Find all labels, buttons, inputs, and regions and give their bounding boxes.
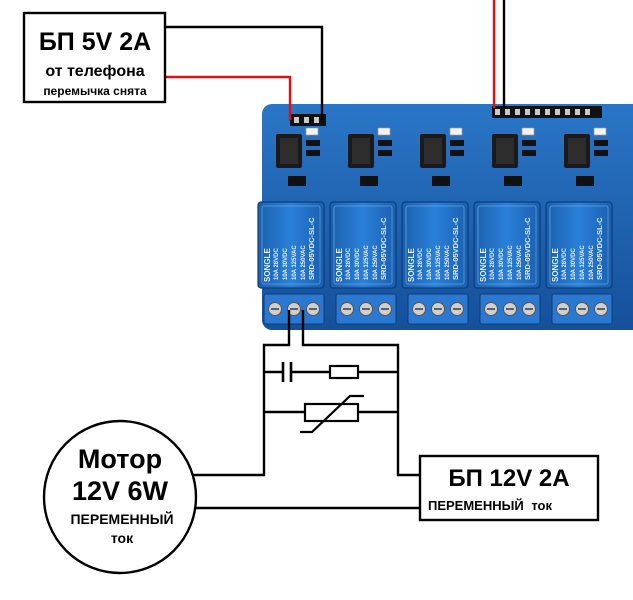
relay-marking: SRD-05VDC-SL-C	[451, 217, 460, 280]
relay-marking: 10A 250VAC	[517, 245, 523, 280]
resistor-symbol	[328, 364, 360, 380]
terminal-block	[407, 293, 469, 325]
terminal-block	[479, 293, 541, 325]
wire-5v-positive	[165, 75, 292, 120]
wire-psu12-a	[301, 310, 420, 477]
relay-marking: 10A 125VAC	[292, 245, 298, 280]
relay-marking: 10A 30VDC	[427, 248, 433, 280]
relay-marking: 10A 28VDC	[274, 248, 280, 280]
terminal-block	[551, 293, 613, 325]
wire-5v-ground	[165, 25, 324, 120]
driver-block	[276, 127, 320, 186]
terminal-row	[263, 293, 613, 325]
relay-marking: 10A 250VAC	[589, 245, 595, 280]
terminal-block	[335, 293, 397, 325]
relay-marking: 10A 28VDC	[562, 248, 568, 280]
relay-brand: SONGLE	[407, 248, 416, 282]
relay-marking: 10A 125VAC	[508, 245, 514, 280]
capacitor-symbol	[281, 362, 293, 382]
motor-title: Мотор	[78, 444, 162, 474]
relay-marking: 10A 28VDC	[490, 248, 496, 280]
motor-circle: Мотор 12V 6W ПЕРЕМЕННЫЙ ток	[42, 419, 198, 575]
psu-5v-box: БП 5V 2A от телефона перемычка снята	[22, 11, 167, 104]
relay-marking: 10A 125VAC	[436, 245, 442, 280]
relay-brand: SONGLE	[263, 248, 272, 282]
relay-marking: SRD-05VDC-SL-C	[595, 217, 604, 280]
relay-marking: 10A 250VAC	[445, 245, 451, 280]
driver-components	[276, 127, 608, 186]
relay-marking: 10A 250VAC	[301, 245, 307, 280]
wires	[165, 0, 506, 510]
relay-marking: 10A 250VAC	[373, 245, 379, 280]
relay-brand: SONGLE	[479, 248, 488, 282]
driver-block	[564, 127, 608, 186]
driver-block	[348, 127, 392, 186]
psu-12v-title: БП 12V 2A	[448, 465, 569, 492]
relay-marking: 10A 28VDC	[346, 248, 352, 280]
psu-5v-note: перемычка снята	[43, 84, 147, 98]
relay-marking: 10A 30VDC	[283, 248, 289, 280]
varistor-symbol	[300, 394, 364, 434]
psu-12v-box: БП 12V 2A ПЕРЕМЕННЫЙ ток	[418, 454, 600, 522]
psu-5v-title: БП 5V 2A	[39, 28, 151, 56]
wires-positive	[165, 0, 496, 120]
relay-marking: SRD-05VDC-SL-C	[523, 217, 532, 280]
motor-type: ПЕРЕМЕННЫЙ	[70, 510, 173, 527]
relay-brand: SONGLE	[335, 248, 344, 282]
relay-marking: 10A 30VDC	[355, 248, 361, 280]
relay-marking: 10A 30VDC	[499, 248, 505, 280]
psu-5v-source: от телефона	[45, 63, 144, 80]
relay-marking: 10A 30VDC	[571, 248, 577, 280]
relay-marking: 10A 125VAC	[580, 245, 586, 280]
relay-marking: 10A 28VDC	[418, 248, 424, 280]
relay-brand: SONGLE	[551, 248, 560, 282]
psu-12v-type-a: ПЕРЕМЕННЫЙ	[428, 498, 524, 513]
relay-marking: SRD-05VDC-SL-C	[307, 217, 316, 280]
driver-block	[492, 127, 536, 186]
psu-12v-type: ПЕРЕМЕННЫЙ ток	[428, 498, 552, 513]
driver-block	[420, 127, 464, 186]
wire-motor-a	[193, 310, 291, 477]
relay-marking: 10A 125VAC	[364, 245, 370, 280]
motor-rating: 12V 6W	[72, 476, 169, 506]
psu-12v-type-b: ток	[531, 498, 552, 513]
terminal-block	[263, 293, 325, 325]
motor-type-2: ток	[111, 530, 134, 546]
relay-marking: SRD-05VDC-SL-C	[379, 217, 388, 280]
